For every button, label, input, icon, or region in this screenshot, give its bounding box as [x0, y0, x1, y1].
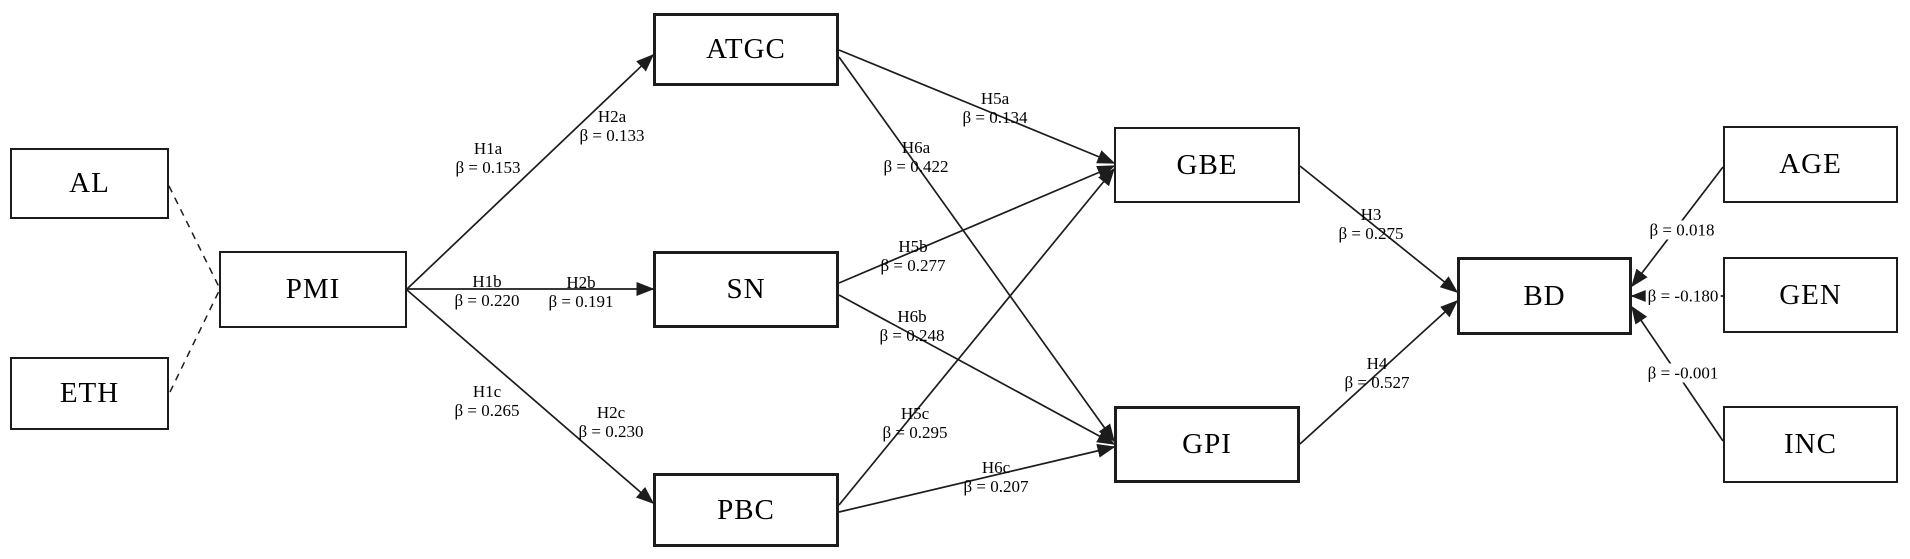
edge-label-line: H1c [472, 382, 502, 401]
node-label-bd: BD [1523, 279, 1566, 312]
edge-atgc-gpi [838, 56, 1115, 443]
edge-sn-gbe [838, 165, 1116, 284]
node-age: AGE [1723, 126, 1898, 203]
node-pmi: PMI [219, 251, 407, 328]
edge-label-age-bd-0: β = 0.018 [1647, 220, 1717, 240]
node-label-gpi: GPI [1182, 428, 1232, 460]
edge-label-line: H2a [597, 107, 627, 126]
edge-label-line: H4 [1366, 354, 1388, 373]
edge-label-line: β = 0.277 [880, 256, 946, 275]
edge-label-line: β = 0.265 [454, 401, 520, 420]
edge-label-gen-bd-0: β = -0.180 [1645, 286, 1721, 306]
edge-eth-pmi [169, 290, 220, 393]
node-label-gen: GEN [1779, 278, 1842, 311]
node-gbe: GBE [1114, 127, 1300, 203]
edge-label-line: β = 0.220 [454, 291, 520, 310]
edge-label-line: H5a [980, 89, 1010, 108]
edge-label-line: β = 0.134 [962, 108, 1028, 127]
node-bd: BD [1457, 257, 1632, 335]
edge-label-line: β = 0.133 [579, 126, 645, 145]
node-eth: ETH [10, 357, 169, 430]
node-label-eth: ETH [59, 377, 120, 409]
edge-label-line: H5c [900, 404, 930, 423]
node-label-al: AL [69, 167, 110, 199]
edge-label-inc-bd-0: β = -0.001 [1645, 363, 1721, 383]
edge-al-pmi [168, 185, 220, 288]
edge-label-line: β = 0.527 [1344, 373, 1410, 392]
edge-gbe-bd [1299, 165, 1459, 293]
edge-label-line: H6a [901, 138, 931, 157]
edge-label-line: H3 [1360, 205, 1382, 224]
node-sn: SN [653, 251, 839, 328]
node-label-pbc: PBC [717, 493, 775, 526]
edge-label-line: β = 0.018 [1649, 220, 1715, 240]
edge-label-line: β = -0.180 [1647, 286, 1719, 306]
edge-label-line: H2c [596, 403, 626, 422]
node-pbc: PBC [653, 473, 839, 547]
edge-label-line: H5b [898, 237, 928, 256]
edge-label-line: H6b [897, 307, 927, 326]
edge-gpi-bd [1299, 299, 1459, 445]
edge-label-line: β = 0.191 [548, 292, 614, 311]
edge-pbc-gbe [838, 167, 1115, 506]
node-gen: GEN [1723, 257, 1898, 333]
node-label-pmi: PMI [285, 273, 341, 305]
edge-sn-gpi [838, 294, 1116, 445]
edge-atgc-gbe [838, 49, 1116, 164]
edge-label-line: β = 0.207 [963, 477, 1029, 496]
edge-label-line: β = 0.248 [879, 326, 945, 345]
edge-label-line: H6c [981, 458, 1011, 477]
node-inc: INC [1723, 406, 1898, 483]
node-label-inc: INC [1784, 428, 1837, 460]
edge-label-line: β = 0.422 [883, 157, 949, 176]
edge-label-line: H1a [473, 139, 503, 158]
edge-label-line: β = 0.153 [455, 158, 521, 177]
edge-pmi-atgc [406, 53, 655, 290]
edge-pbc-gpi [838, 443, 1116, 513]
node-label-age: AGE [1779, 148, 1842, 180]
edge-label-line: β = 0.275 [1338, 224, 1404, 243]
edge-pmi-pbc [406, 289, 655, 504]
edge-label-line: H1b [472, 272, 502, 291]
node-label-sn: SN [726, 273, 766, 305]
edge-label-line: H2b [566, 273, 596, 292]
edge-label-line: β = 0.295 [882, 423, 948, 442]
node-atgc: ATGC [653, 13, 839, 86]
node-al: AL [10, 148, 169, 219]
node-label-gbe: GBE [1176, 148, 1238, 181]
node-gpi: GPI [1114, 406, 1300, 483]
node-label-atgc: ATGC [706, 33, 786, 65]
edge-label-line: β = 0.230 [578, 422, 644, 441]
edge-label-line: β = -0.001 [1647, 363, 1719, 383]
